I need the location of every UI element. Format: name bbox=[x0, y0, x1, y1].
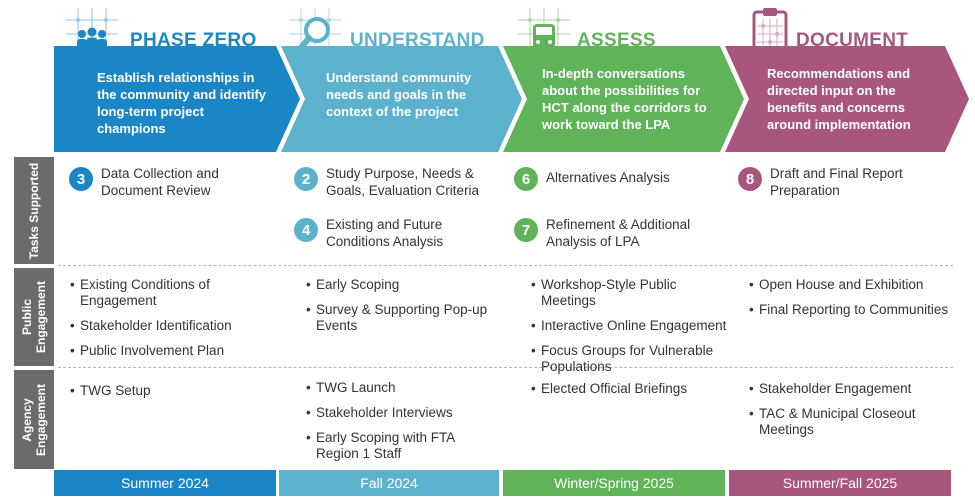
list-item: Final Reporting to Communities bbox=[749, 302, 959, 318]
agency-engagement-list-document: Stakeholder Engagement TAC & Municipal C… bbox=[749, 381, 964, 447]
row-label-public-line2: Engagement bbox=[34, 280, 49, 354]
list-item: Elected Official Briefings bbox=[531, 381, 731, 397]
task-text: Existing and Future Conditions Analysis bbox=[326, 217, 444, 249]
task-item: 2 Study Purpose, Needs & Goals, Evaluati… bbox=[294, 165, 494, 199]
public-engagement-list-phase-zero: Existing Conditions of Engagement Stakeh… bbox=[70, 277, 285, 368]
arrow-phase-zero bbox=[54, 46, 300, 152]
list-item: Survey & Supporting Pop-up Events bbox=[306, 302, 496, 334]
timeline-bar-fall-2024: Fall 2024 bbox=[279, 470, 499, 496]
list-item: Workshop-Style Public Meetings bbox=[531, 277, 731, 309]
timeline-bar-summer-2024: Summer 2024 bbox=[54, 470, 276, 496]
task-number-badge: 7 bbox=[514, 218, 538, 242]
public-engagement-list-understand: Early Scoping Survey & Supporting Pop-up… bbox=[306, 277, 496, 343]
public-engagement-list-assess: Workshop-Style Public Meetings Interacti… bbox=[531, 277, 731, 384]
timeline-bar-summer-fall-2025: Summer/Fall 2025 bbox=[729, 470, 951, 496]
row-label-tasks: Tasks Supported bbox=[14, 157, 54, 264]
list-item: Stakeholder Identification bbox=[70, 318, 285, 334]
divider-public-agency bbox=[58, 367, 953, 368]
agency-engagement-list-assess: Elected Official Briefings bbox=[531, 381, 731, 406]
phase-title-assess: ASSESS bbox=[577, 30, 656, 51]
public-engagement-list-document: Open House and Exhibition Final Reportin… bbox=[749, 277, 959, 327]
task-text: Draft and Final Report Preparation bbox=[770, 166, 903, 198]
task-item: 4 Existing and Future Conditions Analysi… bbox=[294, 216, 494, 250]
task-number-badge: 8 bbox=[738, 167, 762, 191]
list-item: TWG Launch bbox=[306, 380, 496, 396]
task-number-badge: 6 bbox=[514, 167, 538, 191]
timeline-bar-winter-spring-2025: Winter/Spring 2025 bbox=[503, 470, 725, 496]
list-item: Stakeholder Engagement bbox=[749, 381, 964, 397]
phase-title-phase-zero: PHASE ZERO bbox=[130, 30, 257, 51]
task-number-badge: 2 bbox=[294, 167, 318, 191]
phase-description-assess: In-depth conversations about the possibi… bbox=[542, 66, 707, 132]
list-item: Interactive Online Engagement bbox=[531, 318, 731, 334]
task-item: 7 Refinement & Additional Analysis of LP… bbox=[514, 216, 714, 250]
list-item: Open House and Exhibition bbox=[749, 277, 959, 293]
list-item: Focus Groups for Vulnerable Populations bbox=[531, 343, 731, 375]
phase-description-understand: Understand community needs and goals in … bbox=[326, 70, 472, 119]
row-label-agency-line1: Agency bbox=[20, 397, 35, 442]
clipboard-network-icon bbox=[752, 8, 788, 56]
task-text: Refinement & Additional Analysis of LPA bbox=[546, 217, 691, 249]
phase-description-document: Recommendations and directed input on th… bbox=[767, 66, 911, 132]
task-text: Data Collection and Document Review bbox=[101, 166, 219, 198]
phase-arrows bbox=[54, 46, 969, 152]
list-item: Early Scoping bbox=[306, 277, 496, 293]
task-text: Study Purpose, Needs & Goals, Evaluation… bbox=[326, 166, 480, 198]
phase-title-understand: UNDERSTAND bbox=[350, 30, 485, 51]
list-item: Stakeholder Interviews bbox=[306, 405, 496, 421]
arrow-understand bbox=[281, 46, 522, 152]
task-number-badge: 3 bbox=[69, 167, 93, 191]
list-item: TWG Setup bbox=[70, 383, 270, 399]
task-item: 8 Draft and Final Report Preparation bbox=[738, 165, 938, 199]
phase-description-phase-zero: Establish relationships in the community… bbox=[97, 70, 267, 136]
list-item: Existing Conditions of Engagement bbox=[70, 277, 285, 309]
agency-engagement-list-understand: TWG Launch Stakeholder Interviews Early … bbox=[306, 380, 496, 471]
task-number-badge: 4 bbox=[294, 218, 318, 242]
row-label-agency-line2: Engagement bbox=[34, 383, 49, 456]
transit-network-icon bbox=[518, 8, 570, 55]
row-label-tasks-text: Tasks Supported bbox=[27, 162, 41, 259]
divider-tasks-public bbox=[58, 265, 953, 266]
phase-title-document: DOCUMENT bbox=[796, 30, 909, 51]
task-text: Alternatives Analysis bbox=[546, 170, 670, 185]
arrow-document bbox=[725, 46, 969, 152]
task-item: 3 Data Collection and Document Review bbox=[69, 165, 269, 199]
agency-engagement-list-phase-zero: TWG Setup bbox=[70, 383, 270, 408]
list-item: Public Involvement Plan bbox=[70, 343, 285, 359]
arrow-assess bbox=[503, 46, 744, 152]
task-item: 6 Alternatives Analysis bbox=[514, 165, 714, 191]
list-item: TAC & Municipal Closeout Meetings bbox=[749, 406, 964, 438]
row-label-public-line1: Public bbox=[20, 298, 35, 336]
list-item: Early Scoping with FTA Region 1 Staff bbox=[306, 430, 496, 462]
